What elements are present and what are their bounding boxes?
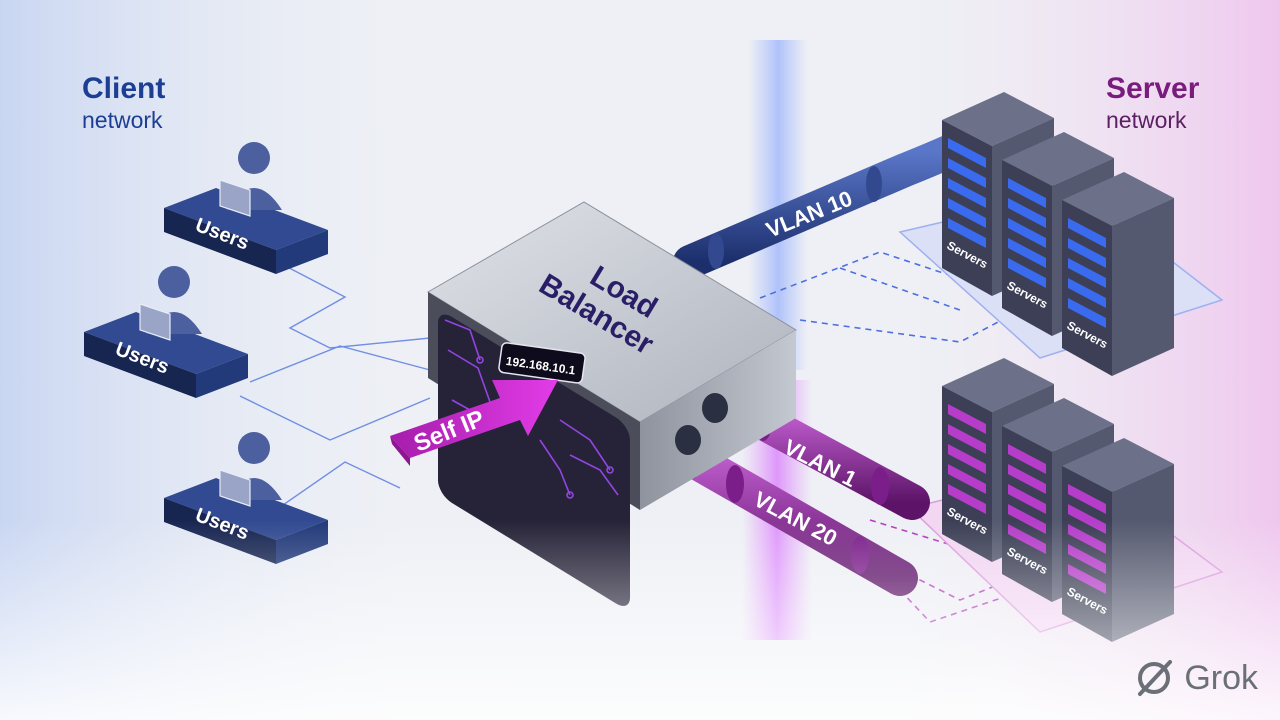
server-drive-led <box>948 484 986 514</box>
server-drive-led <box>1008 444 1046 474</box>
server-drive-led <box>1008 198 1046 228</box>
server-drive-led <box>1008 238 1046 268</box>
user-avatar-icon <box>238 142 270 174</box>
server-drive-led <box>948 138 986 168</box>
server-drive-led <box>1008 464 1046 494</box>
ip-display: 192.168.10.1 <box>498 342 586 384</box>
circuit-traces <box>444 319 619 499</box>
server-drive-led <box>948 178 986 208</box>
server-drive-led <box>1068 484 1106 514</box>
server-drive-led <box>1008 178 1046 208</box>
server-drive-led <box>1008 484 1046 514</box>
client-network-label: Client network <box>82 72 165 133</box>
server-drive-led <box>948 218 986 248</box>
grok-logo-icon <box>1138 660 1173 696</box>
server-rack: Servers <box>1062 172 1174 376</box>
server-network-title: Server <box>1106 72 1200 105</box>
server-drive-led <box>948 404 986 434</box>
client-network-subtitle: network <box>82 106 163 133</box>
server-drive-led <box>948 444 986 474</box>
laptop-icon <box>219 469 251 507</box>
server-drive-led <box>1008 258 1046 288</box>
grok-watermark: Grok <box>1132 656 1258 700</box>
server-drive-led <box>1068 298 1106 328</box>
server-drive-led <box>1068 278 1106 308</box>
server-drive-led <box>948 424 986 454</box>
bottom-fog <box>0 520 1280 720</box>
server-drive-led <box>948 158 986 188</box>
laptop-icon <box>139 303 171 341</box>
self-ip-arrow <box>390 380 558 466</box>
laptop-icon <box>219 179 251 217</box>
client-network-title: Client <box>82 72 166 105</box>
server-drive-led <box>948 198 986 228</box>
server-drive-led <box>1068 258 1106 288</box>
watermark-text: Grok <box>1184 658 1258 697</box>
server-network-label: Server network <box>1106 72 1199 133</box>
user-avatar-icon <box>238 432 270 464</box>
server-drive-led <box>1068 218 1106 248</box>
server-drive-led <box>1068 238 1106 268</box>
user-station: Users <box>164 142 328 274</box>
server-network-subtitle: network <box>1106 106 1187 133</box>
server-drive-led <box>1008 218 1046 248</box>
user-avatar-icon <box>158 266 190 298</box>
client-connector-lines <box>239 257 431 515</box>
server-drive-led <box>948 464 986 494</box>
